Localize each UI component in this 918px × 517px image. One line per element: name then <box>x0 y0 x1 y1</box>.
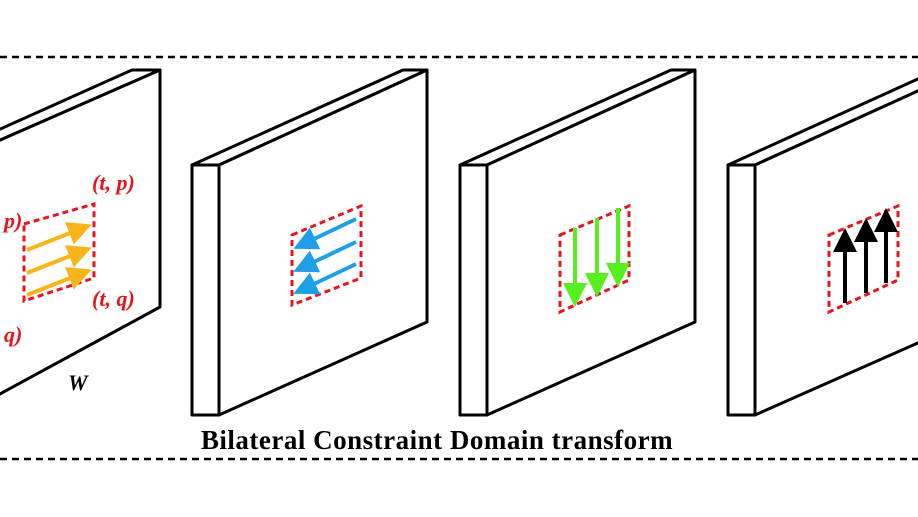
panel-2-front-face <box>217 68 429 417</box>
panel-4-side-face <box>726 163 757 417</box>
panel-2-arrow-3 <box>293 262 357 295</box>
diagram-caption: Bilateral Constraint Domain transform <box>201 425 673 455</box>
panel-3 <box>458 68 697 417</box>
panel-1-arrow-3 <box>26 267 92 297</box>
panel-1-arrow-2 <box>26 245 92 275</box>
panel-1-arrow-1 <box>26 222 92 252</box>
panel-4-region <box>827 203 900 315</box>
panel-3-front-face <box>485 68 697 417</box>
panel-2-side-face <box>190 163 221 417</box>
label-p-partial: p) <box>2 208 22 233</box>
panel-4 <box>726 77 918 417</box>
label-q-partial: q) <box>4 322 22 347</box>
panel-2-region <box>290 203 363 308</box>
panel-2-arrow-1 <box>293 217 357 250</box>
label-t-q: (t, q) <box>92 286 135 311</box>
label-t-p: (t, p) <box>92 170 135 195</box>
panel-3-region <box>558 203 631 315</box>
panel-3-side-face <box>458 163 489 417</box>
panel-2 <box>190 68 429 417</box>
panel-1: (t, p) p) (t, q) q) W <box>0 68 162 396</box>
panel-2-arrow-2 <box>293 240 357 273</box>
label-w: W <box>68 370 89 395</box>
panel-4-front-face <box>753 89 918 417</box>
